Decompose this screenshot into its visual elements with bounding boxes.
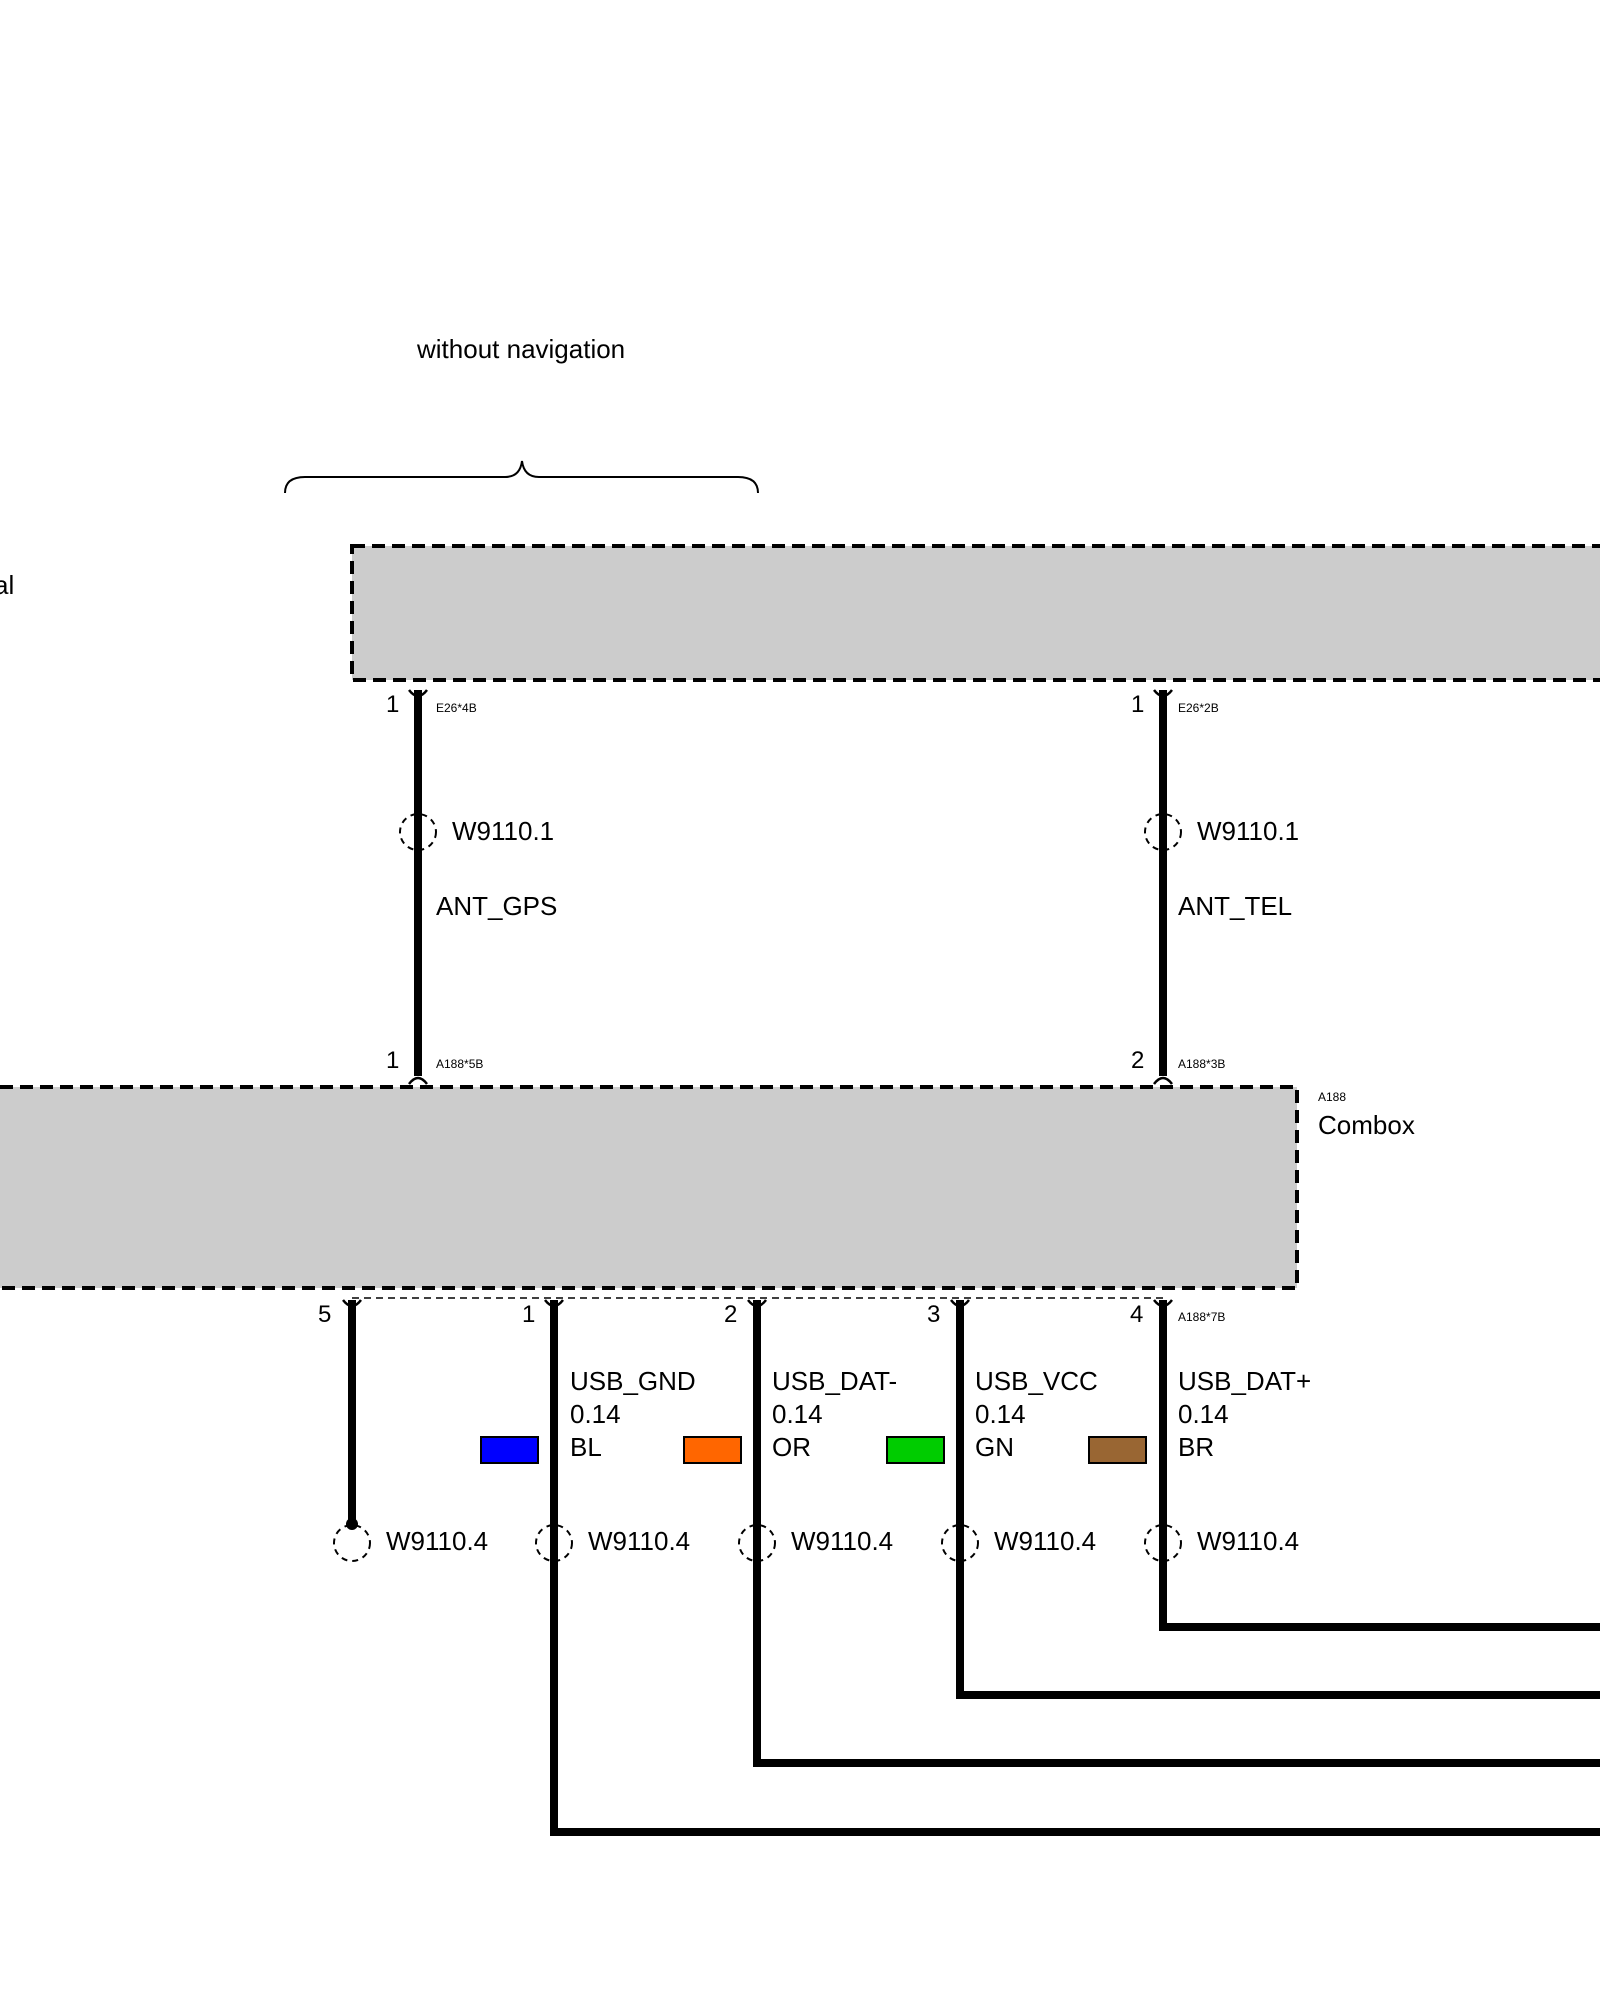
usb-wire-usb-vcc: 3 USB_VCC 0.14 GN W9110.4 [886, 1299, 1600, 1699]
signal-name: ANT_GPS [436, 891, 557, 921]
pin-socket-icon [950, 1299, 970, 1308]
pin-number: 1 [522, 1301, 535, 1328]
wire-color-swatch [480, 1436, 539, 1464]
pin-socket-icon [1153, 689, 1173, 698]
combox-ref: A188 [1318, 1090, 1346, 1104]
wire-id: W9110.4 [994, 1526, 1096, 1556]
wire-gauge: 0.14 [1178, 1399, 1229, 1429]
pin-number: 2 [724, 1301, 737, 1328]
bottom-connector-ref: A188*5B [436, 1057, 483, 1071]
wire-color-code: GN [975, 1432, 1014, 1462]
wire-end-dot-icon [346, 1518, 358, 1530]
wire-splice-icon [1144, 813, 1182, 851]
combox-module-box [0, 1085, 1299, 1290]
signal-name: USB_VCC [975, 1366, 1098, 1396]
pin-number: 3 [927, 1301, 940, 1328]
variant-brace [284, 460, 759, 494]
antenna-module-box [350, 544, 1600, 682]
signal-name: USB_DAT- [772, 1366, 897, 1396]
ant-tel-wire: 1 E26*2B W9110.1 ANT_TEL 2 A188*3B [1131, 689, 1299, 1085]
wire-id: W9110.4 [1197, 1526, 1299, 1556]
wire-splice-icon [941, 1524, 979, 1562]
pin-number: 4 [1130, 1301, 1143, 1328]
pin-socket-icon [747, 1299, 767, 1308]
bottom-pin-number: 2 [1131, 1047, 1144, 1074]
wire-id: W9110.1 [1197, 816, 1299, 846]
ant-gps-wire: 1 E26*4B W9110.1 ANT_GPS 1 A188*5B [386, 689, 557, 1085]
wire-gauge: 0.14 [570, 1399, 621, 1429]
top-pin-number: 1 [1131, 691, 1144, 718]
bottom-pin-number: 1 [386, 1047, 399, 1074]
bottom-connector-ref: A188*7B [1178, 1310, 1225, 1324]
cut-off-label: al [0, 570, 14, 600]
wire-splice-icon [333, 1524, 371, 1562]
wire-id: W9110.4 [588, 1526, 690, 1556]
combox-name: Combox [1318, 1110, 1415, 1140]
usb-wire-usb-dat-plus: 4 A188*7B USB_DAT+ 0.14 BR W9110.4 [1088, 1299, 1600, 1631]
wire-splice-icon [738, 1524, 776, 1562]
signal-name: ANT_TEL [1178, 891, 1292, 921]
wire-id: W9110.4 [386, 1526, 488, 1556]
pin-socket-icon [1153, 1076, 1173, 1085]
wire-color-swatch [683, 1436, 742, 1464]
usb-wire-usb-dat-minus: 2 USB_DAT- 0.14 OR W9110.4 [683, 1299, 1600, 1767]
wire-color-swatch [1088, 1436, 1147, 1464]
pin-socket-icon [544, 1299, 564, 1308]
wire-color-code: OR [772, 1432, 811, 1462]
wire-color-code: BL [570, 1432, 602, 1462]
variant-note: without navigation [416, 334, 625, 364]
pin-socket-icon [342, 1299, 362, 1308]
wire-splice-icon [535, 1524, 573, 1562]
top-pin-number: 1 [386, 691, 399, 718]
wire-color-swatch [886, 1436, 945, 1464]
top-connector-ref: E26*2B [1178, 701, 1219, 715]
wire-id: W9110.4 [791, 1526, 893, 1556]
wire-gauge: 0.14 [772, 1399, 823, 1429]
usb-wire-pin5: 5 W9110.4 [318, 1299, 488, 1562]
top-connector-ref: E26*4B [436, 701, 477, 715]
signal-name: USB_GND [570, 1366, 696, 1396]
signal-name: USB_DAT+ [1178, 1366, 1311, 1396]
wire-splice-icon [1144, 1524, 1182, 1562]
bottom-connector-ref: A188*3B [1178, 1057, 1225, 1071]
usb-wire-usb-gnd: 1 USB_GND 0.14 BL W9110.4 [480, 1299, 1600, 1836]
pin-socket-icon [408, 689, 428, 698]
wire-splice-icon [399, 813, 437, 851]
pin-socket-icon [408, 1076, 428, 1085]
pin-number: 5 [318, 1301, 331, 1328]
wire-id: W9110.1 [452, 816, 554, 846]
pin-socket-icon [1153, 1299, 1173, 1308]
wire-color-code: BR [1178, 1432, 1214, 1462]
wire-gauge: 0.14 [975, 1399, 1026, 1429]
